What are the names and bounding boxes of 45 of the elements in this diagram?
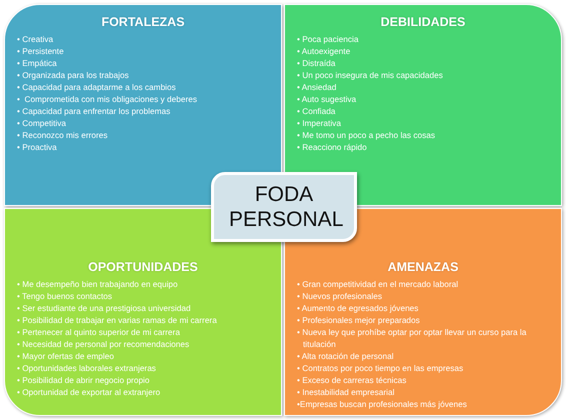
list-item: • Creativa (17, 33, 54, 45)
center-box (211, 172, 357, 242)
list-item: • Alta rotación de personal (297, 350, 395, 362)
list-item: • Oportunidades laborales extranjeras (17, 362, 157, 374)
list-item: • Nuevos profesionales (297, 290, 383, 302)
list-item: • Distraída (297, 57, 336, 69)
list-item: • Inestabilidad empresarial (297, 386, 396, 398)
list-item: • Aumento de egresados jóvenes (297, 302, 420, 314)
list-item: • Reconozco mis errores (17, 129, 109, 141)
list-item: •Empresas buscan profesionales más jóvenes (297, 398, 468, 410)
list-item: • Mayor ofertas de empleo (17, 350, 115, 362)
list-item: • Organizada para los trabajos (17, 69, 130, 81)
list-item: • Competitiva (17, 117, 68, 129)
list-item: • Autoexigente (297, 45, 352, 57)
list-item: • Posibilidad de abrir negocio propio (17, 374, 151, 386)
list-item: • Profesionales mejor preparados (297, 314, 421, 326)
list-item: • Me desempeño bien trabajando en equipo (17, 278, 179, 290)
list-item: • Auto sugestiva (297, 93, 358, 105)
list-item: • Capacidad para adaptarme a los cambios (17, 81, 177, 93)
list-item: • Ansiedad (297, 81, 338, 93)
list-item: • Proactiva (17, 141, 58, 153)
list-item: • Contratos por poco tiempo en las empresas (297, 362, 464, 374)
list-item: • Tengo buenos contactos (17, 290, 114, 302)
list-item: • Reacciono rápido (297, 141, 368, 153)
quadrant-heading: DEBILIDADES (380, 15, 466, 29)
list-item: • Pertenecer al quinto superior de mi carrera (17, 326, 181, 338)
list-item: • Posibilidad de trabajar en varias ramas de mi carrera (17, 314, 218, 326)
list-item: • Capacidad para enfrentar los problemas (17, 105, 172, 117)
quadrant-heading: OPORTUNIDADES (87, 260, 199, 274)
quadrant-heading: FORTALEZAS (100, 15, 186, 29)
list-item: • Gran competitividad en el mercado laboral (297, 278, 460, 290)
quadrant-heading: AMENAZAS (386, 260, 460, 274)
list-item: • Necesidad de personal por recomendaciones (17, 338, 190, 350)
list-item: • Imperativa (297, 117, 342, 129)
list-item: • Me tomo un poco a pecho las cosas (297, 129, 436, 141)
list-item: • Ser estudiante de una prestigiosa universidad (17, 302, 192, 314)
list-item: • Oportunidad de exportar al extranjero (17, 386, 162, 398)
list-item: • Persistente (17, 45, 65, 57)
list-item: • Comprometida con mis obligaciones y deberes (17, 93, 198, 105)
list-item: • Exceso de carreras técnicas (297, 374, 408, 386)
list-item: • Confiada (297, 105, 336, 117)
list-item: • Un poco insegura de mis capacidades (297, 69, 444, 81)
list-item: • Nueva ley que prohíbe optar por optar llevar un curso para la titulación (297, 326, 528, 350)
list-item: • Poca paciencia (297, 33, 360, 45)
list-item: • Empática (17, 57, 58, 69)
